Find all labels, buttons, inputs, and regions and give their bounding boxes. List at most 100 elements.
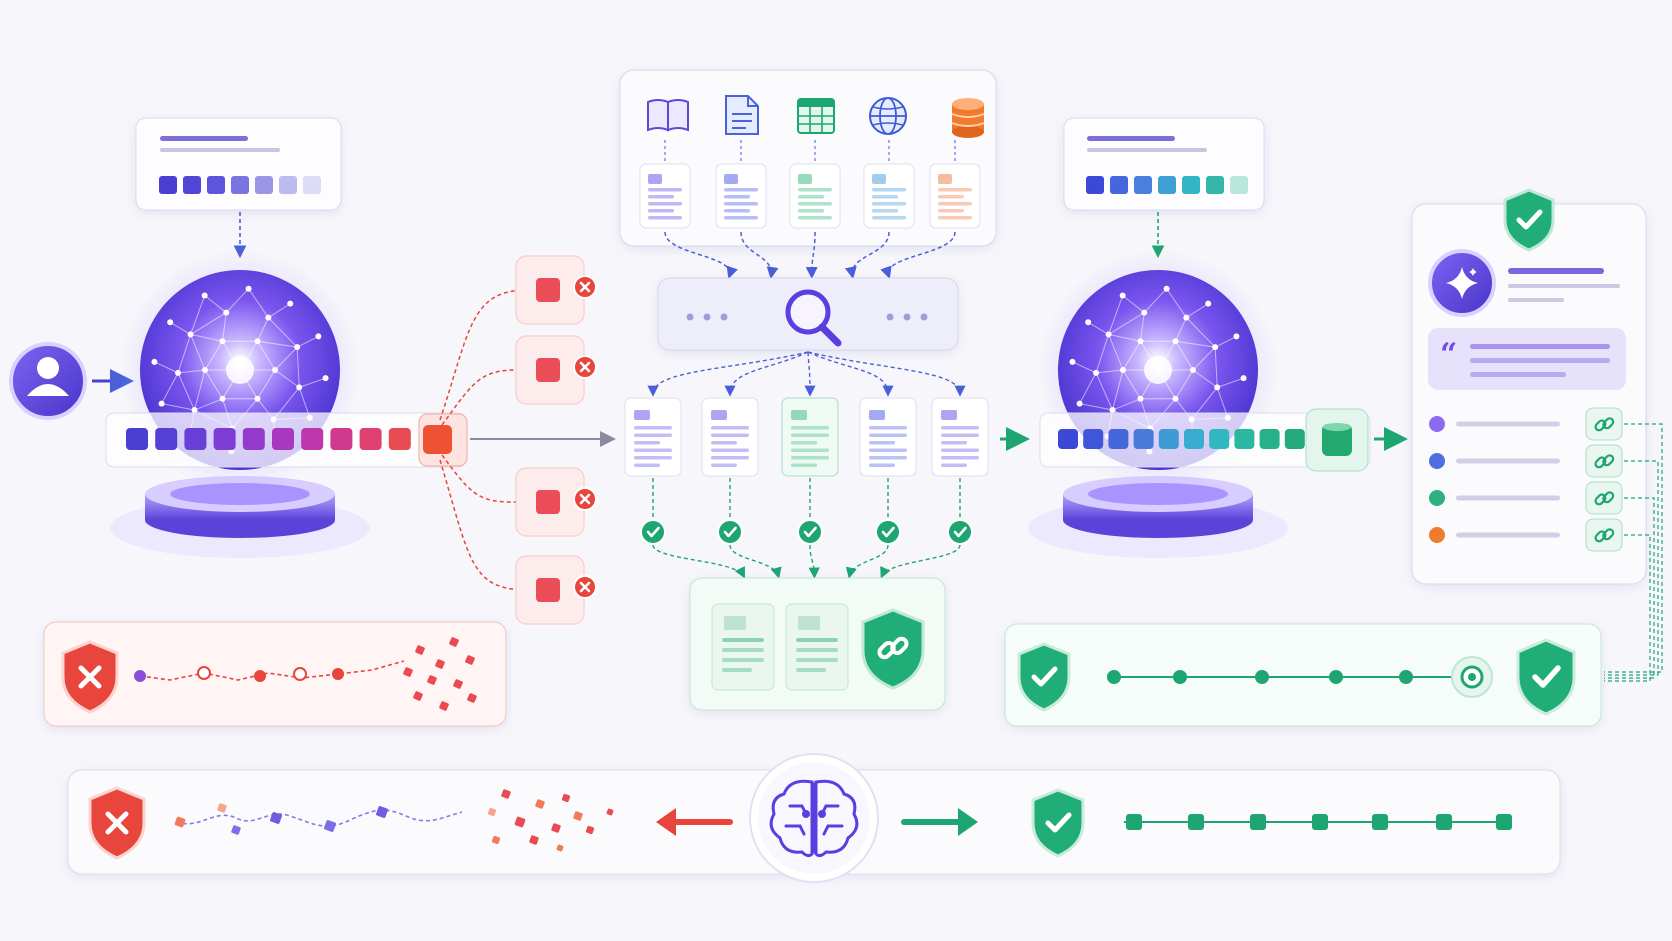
check-to-evidence-arrow (880, 544, 961, 579)
source-to-search-arrows (664, 140, 956, 279)
mesh-edge (194, 398, 223, 411)
mesh-edge (1143, 288, 1167, 313)
source-to-search-arrow (844, 231, 890, 279)
token (272, 428, 294, 450)
shield-check-icon (1503, 188, 1555, 252)
x-circle-icon (573, 487, 597, 511)
mesh-node (1085, 319, 1092, 326)
scattered-fragment (585, 825, 595, 835)
link-icon (1585, 481, 1623, 515)
source-to-search-arrow (805, 231, 818, 279)
citation-trace-lines (1604, 423, 1663, 682)
citation-dot (1429, 416, 1445, 432)
mesh-edge (177, 334, 192, 374)
token (1284, 429, 1305, 449)
trace-node (1255, 670, 1269, 684)
token (242, 428, 265, 450)
mesh-edge (161, 403, 195, 411)
mesh-edge (1140, 312, 1145, 342)
mesh-node (219, 395, 226, 402)
scattered-fragment (465, 655, 475, 665)
trace-block (1436, 814, 1452, 830)
token (1133, 429, 1154, 449)
arrow-right-green (901, 808, 978, 836)
mesh-edge (1175, 369, 1194, 400)
retrieved-doc (624, 397, 682, 477)
prompt-token (1086, 176, 1104, 194)
rejected-branches (439, 255, 597, 625)
x-circle-icon (573, 575, 597, 599)
link-icon (1585, 407, 1623, 441)
mesh-edge (1122, 295, 1145, 313)
scattered-fragment (427, 675, 437, 685)
trace-node (254, 670, 266, 682)
hallucination-trace-panel (43, 621, 507, 727)
selected-token-right (1305, 408, 1369, 472)
shield-check-icon (1516, 638, 1576, 716)
citation-line (1456, 495, 1560, 501)
mesh-edge (194, 369, 206, 411)
scattered-fragment (435, 659, 445, 669)
shield-link-icon (861, 608, 925, 690)
shield-check-icon (1031, 788, 1085, 858)
token (388, 428, 411, 450)
trace-node (1173, 670, 1187, 684)
search-to-result-arrow (804, 351, 816, 397)
mesh-edge (1108, 333, 1141, 342)
source-doc (863, 163, 915, 229)
prompt-token (1110, 176, 1128, 194)
mesh-edge (257, 340, 298, 348)
token (359, 428, 382, 450)
retrieved-doc (701, 397, 759, 477)
hallucination-path (134, 637, 477, 711)
rejected-token (515, 255, 597, 325)
check-to-evidence-arrow (808, 544, 820, 579)
grounded-reasoning-path (1124, 814, 1512, 830)
mesh-edge (299, 377, 326, 388)
scattered-fragment (376, 806, 388, 818)
search-to-result-arrow (807, 351, 894, 397)
retrieval-search-bar (657, 277, 959, 351)
grounded-trace-panel (1004, 623, 1602, 727)
prompt-card-left (135, 117, 342, 211)
mesh-edge (274, 369, 300, 388)
citation-trace (1604, 534, 1651, 682)
scattered-fragment (606, 808, 614, 816)
mesh-node (265, 314, 272, 321)
scattered-fragment (501, 789, 511, 799)
token (1158, 429, 1179, 449)
mesh-edge (1192, 369, 1218, 388)
prompt-tokens-left (159, 176, 321, 194)
globe-icon (869, 97, 907, 135)
mesh-edge (268, 303, 291, 319)
rejected-token-chip (536, 278, 560, 302)
mesh-node (296, 384, 303, 391)
search-to-result-arrow (724, 351, 809, 397)
quote-icon: “ (1440, 337, 1457, 372)
mesh-edge (161, 372, 179, 404)
scattered-fragment (439, 701, 449, 711)
user-avatar (9, 342, 87, 420)
retrieved-doc (859, 397, 917, 477)
scattered-fragment (174, 816, 186, 828)
scattered-fragment (403, 667, 413, 677)
citation-item (1429, 407, 1623, 441)
check-circle-icon (717, 519, 743, 545)
spreadsheet-icon (797, 98, 835, 134)
search-to-results-arrows (647, 351, 966, 397)
mesh-node (254, 395, 261, 402)
mesh-node (1205, 300, 1212, 307)
mesh-edge (1122, 369, 1141, 400)
mesh-node (219, 338, 226, 345)
citation-dot (1429, 490, 1445, 506)
mesh-node (1109, 407, 1116, 414)
mesh-edge (1095, 334, 1110, 374)
citation-dot (1429, 527, 1445, 543)
mesh-node (202, 367, 208, 373)
mesh-edge (1175, 317, 1187, 342)
token (155, 428, 178, 450)
source-documents (639, 163, 981, 229)
mesh-core (1144, 356, 1172, 384)
citation-item (1429, 444, 1623, 478)
citation-item (1429, 518, 1623, 552)
